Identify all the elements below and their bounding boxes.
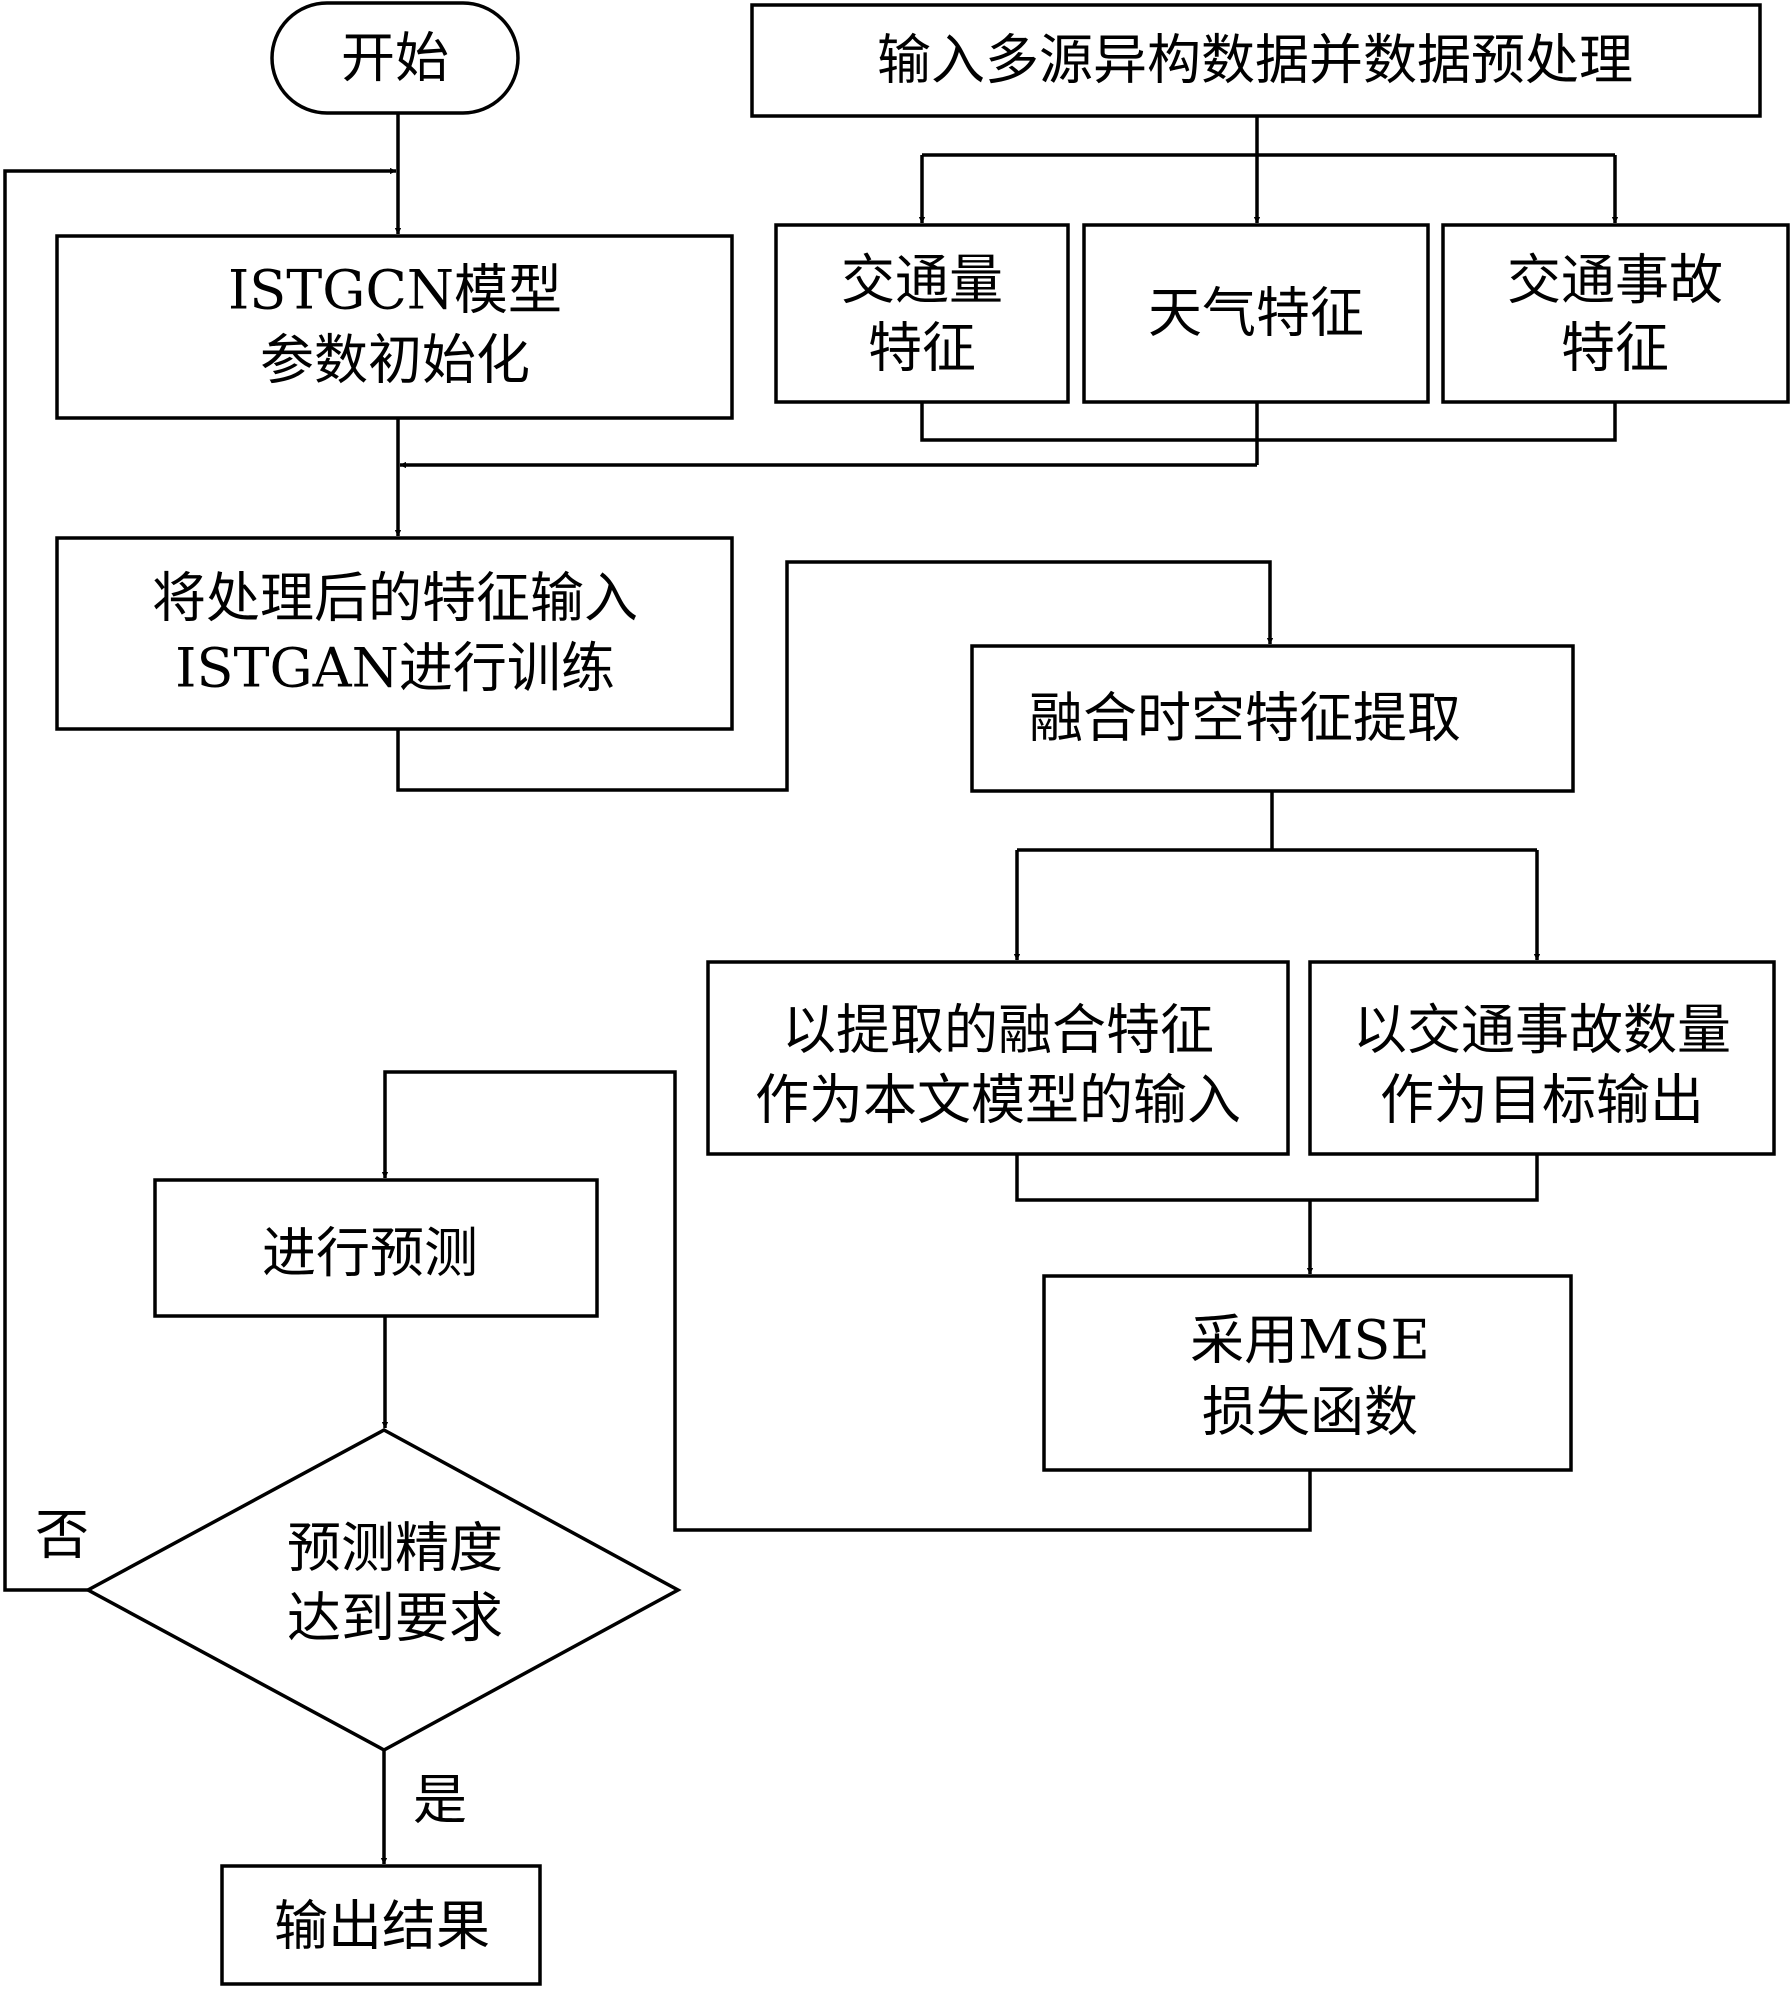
- no-label: 否: [35, 1504, 89, 1567]
- traffic-volume-box: [774, 223, 1070, 404]
- loss-label-2: 损失函数: [1202, 1381, 1418, 1444]
- accident-label-1: 交通事故: [1507, 249, 1723, 312]
- loss-box: [1042, 1274, 1573, 1472]
- yes-label: 是: [413, 1769, 467, 1832]
- init-label-2: 参数初始化: [260, 329, 530, 392]
- feed-label-2: ISTGAN进行训练: [175, 637, 615, 700]
- target-output-box: [1308, 960, 1776, 1156]
- fusion-extract-label: 融合时空特征提取: [1029, 687, 1461, 750]
- predict-label: 进行预测: [262, 1222, 478, 1285]
- init-label-1: ISTGCN模型: [228, 259, 562, 322]
- start-label: 开始: [341, 27, 449, 90]
- output-box: [220, 1864, 542, 1986]
- decision-label-2: 达到要求: [287, 1587, 503, 1650]
- line-features-merge: [920, 402, 1617, 442]
- model-input-label-2: 作为本文模型的输入: [755, 1069, 1241, 1132]
- line-loss-merge: [1015, 1154, 1539, 1202]
- input-data-label: 输入多源异构数据并数据预处理: [877, 29, 1633, 92]
- traffic-volume-label-1: 交通量: [841, 249, 1003, 312]
- init-box: [55, 234, 734, 420]
- model-input-label-1: 以提取的融合特征: [782, 999, 1214, 1062]
- predict-box: [153, 1178, 599, 1318]
- weather-box: [1082, 223, 1430, 404]
- arrow-no-loop: [3, 167, 397, 1592]
- start-node: [270, 1, 520, 115]
- traffic-volume-label-2: 特征: [868, 317, 976, 380]
- decision-label-1: 预测精度: [287, 1517, 503, 1580]
- accident-label-2: 特征: [1561, 317, 1669, 380]
- feed-box: [55, 536, 734, 731]
- fusion-extract-box: [970, 644, 1575, 793]
- input-data-box: [750, 3, 1762, 118]
- target-output-label-1: 以交通事故数量: [1353, 999, 1731, 1062]
- target-output-label-2: 作为目标输出: [1380, 1069, 1704, 1132]
- loss-label-1: 采用MSE: [1190, 1309, 1430, 1372]
- arrow-feed-to-fusion: [396, 560, 1274, 792]
- arrow-loss-to-predict: [381, 1070, 1312, 1532]
- feed-label-1: 将处理后的特征输入: [152, 567, 638, 630]
- output-label: 输出结果: [274, 1895, 490, 1958]
- weather-label: 天气特征: [1148, 282, 1364, 345]
- model-input-box: [706, 960, 1290, 1156]
